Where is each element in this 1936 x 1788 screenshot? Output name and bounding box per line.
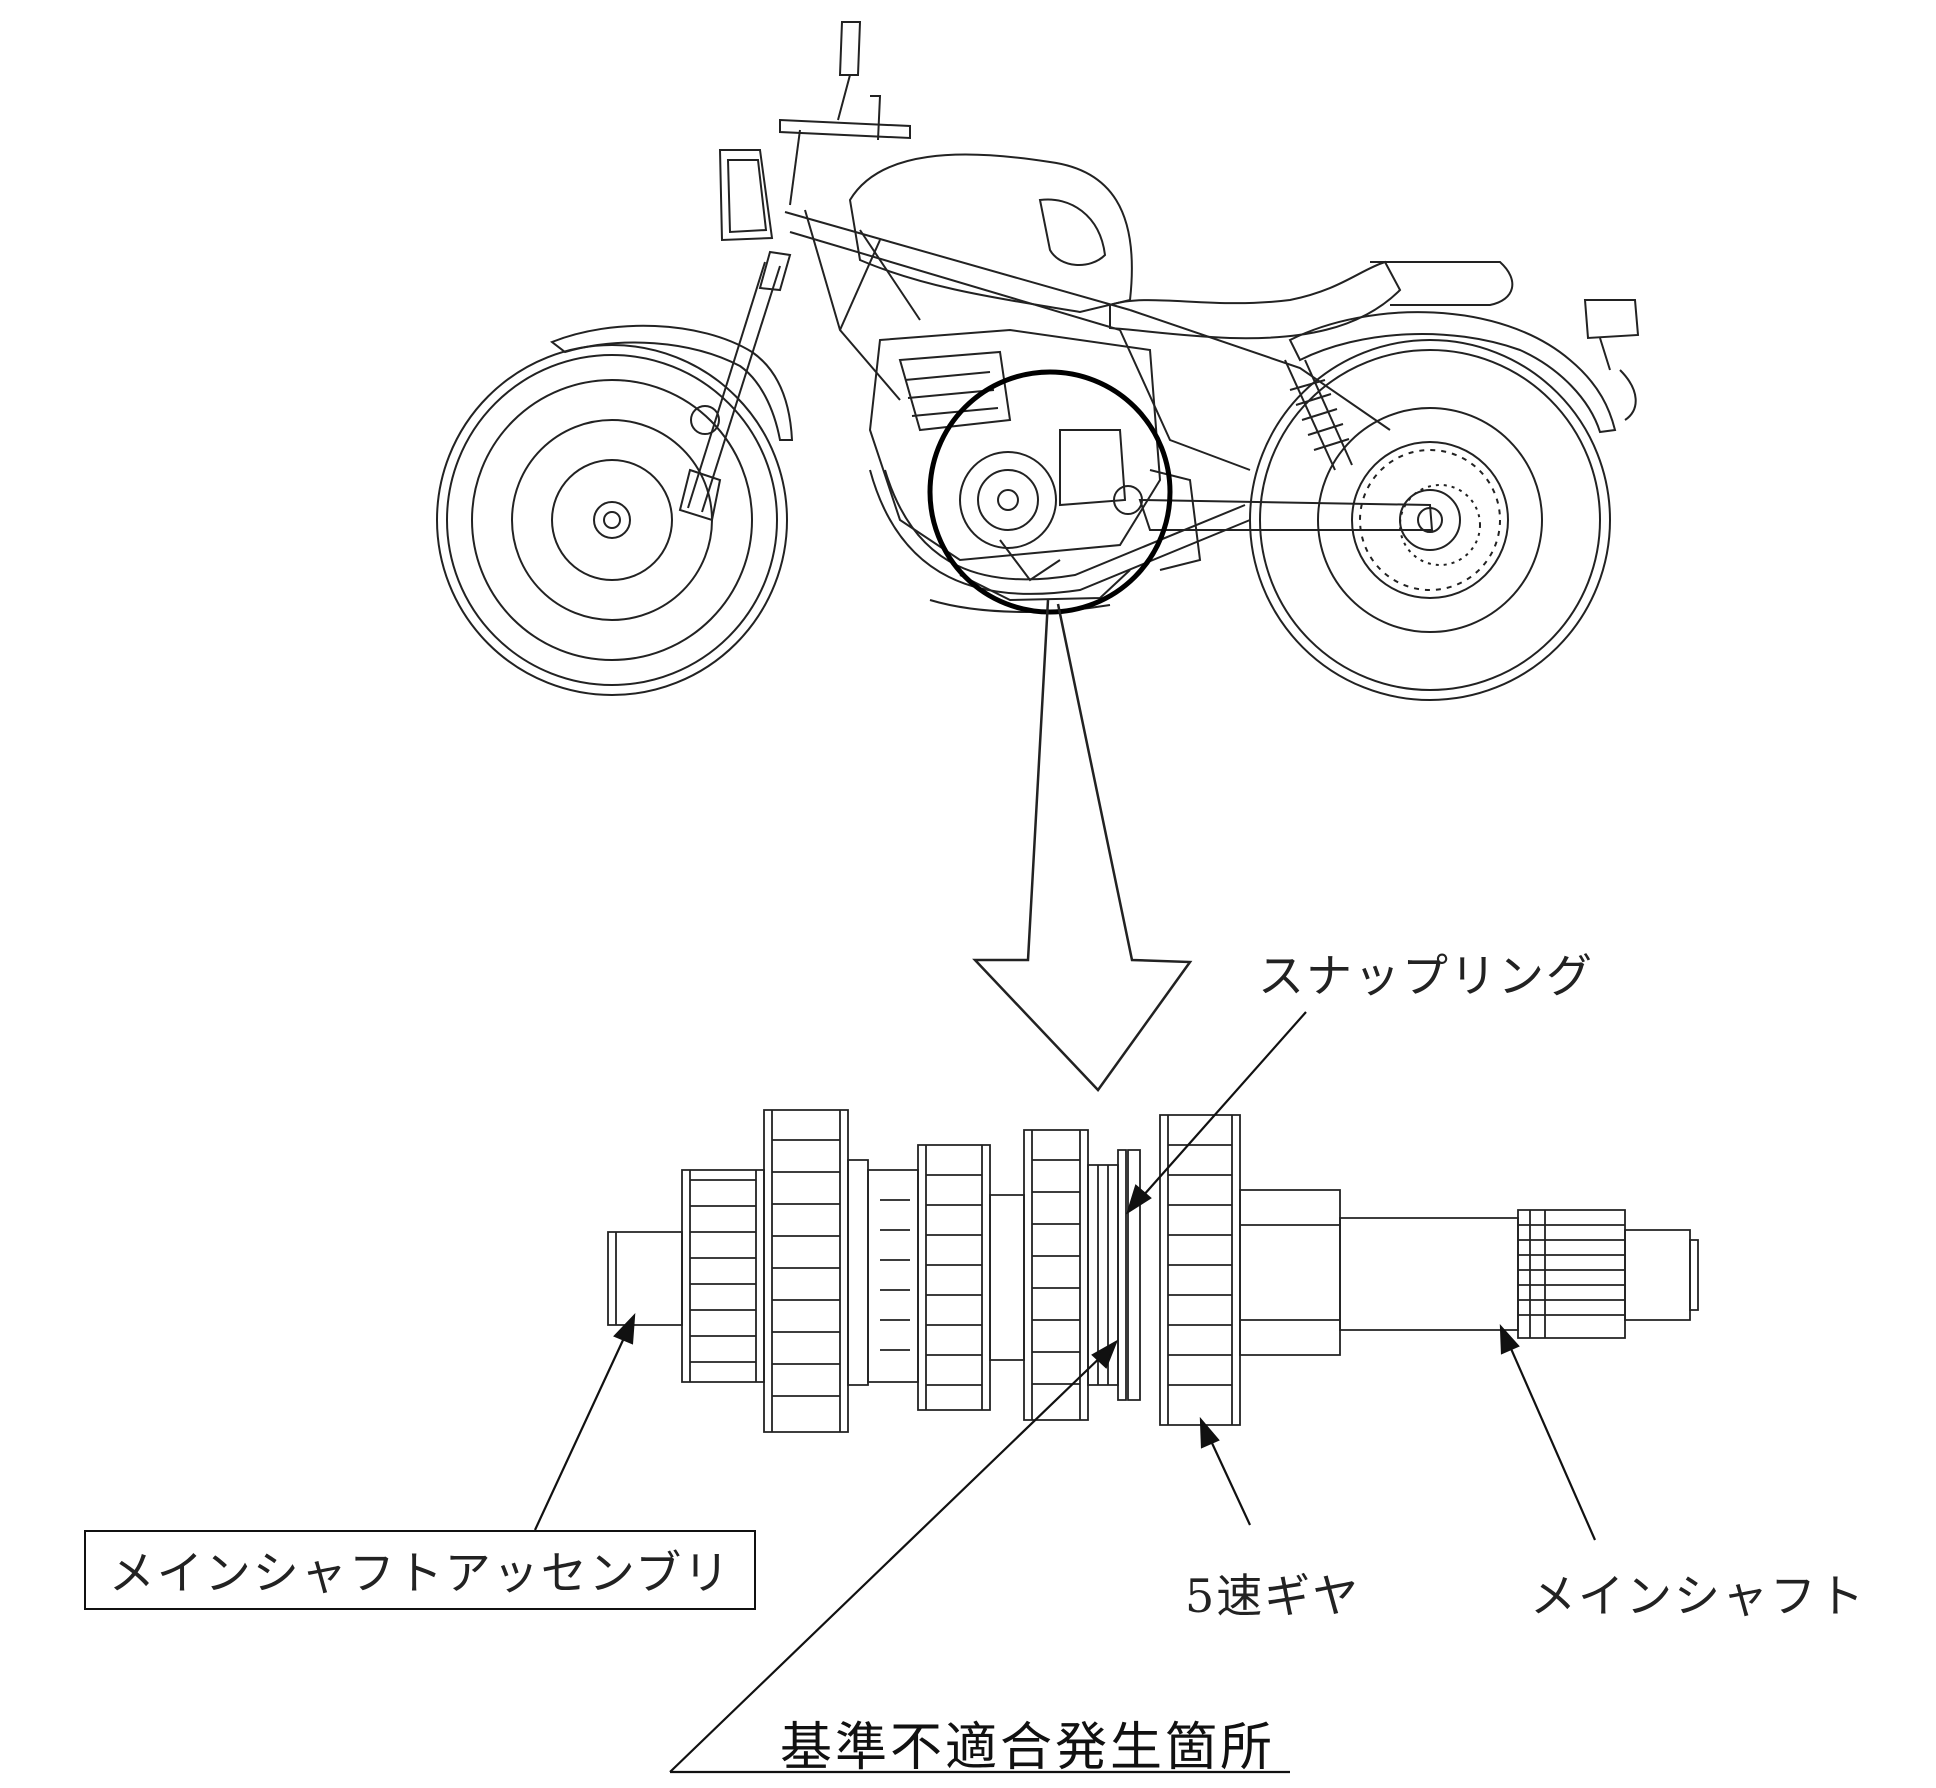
rear-shock: [1284, 359, 1353, 471]
main-shaft-assembly-label: メインシャフトアッセンブリ: [84, 1530, 756, 1610]
main-shaft-label: メインシャフト: [1530, 1569, 1866, 1623]
snap-ring-label: スナップリング: [1258, 949, 1594, 1003]
motorcycle-illustration: [436, 21, 1640, 701]
fifth-gear-label: 5速ギヤ: [1185, 1569, 1361, 1623]
main-shaft-assembly-drawing: [607, 1109, 1699, 1433]
rear-fender: [1288, 311, 1617, 434]
nonconformity-location-label: 基準不適合発生箇所: [780, 1718, 1276, 1778]
down-arrow: [972, 599, 1193, 1092]
fuel-tank: [848, 153, 1133, 314]
leader-lines: [534, 1011, 1597, 1774]
headlight: [718, 149, 774, 242]
highlight-circle: [927, 369, 1173, 615]
front-fender: [549, 324, 794, 441]
seat: [1109, 260, 1402, 340]
mirror-and-handlebar: [779, 21, 911, 206]
front-wheel: [436, 344, 788, 696]
front-fork: [678, 250, 792, 522]
swingarm: [1138, 498, 1434, 531]
engine: [868, 328, 1202, 613]
rear-wheel: [1249, 339, 1611, 701]
taillight: [1583, 299, 1640, 421]
frame: [784, 209, 1391, 595]
